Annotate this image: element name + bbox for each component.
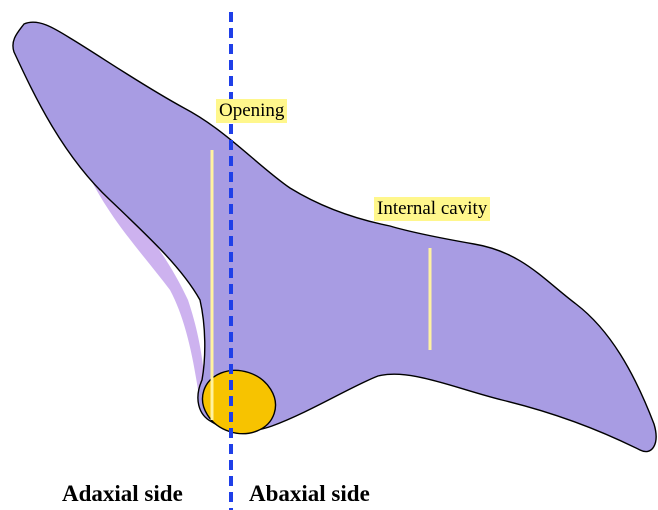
organ-body [13,22,656,451]
adaxial-side-label: Adaxial side [62,480,183,508]
opening-label: Opening [216,99,287,123]
abaxial-side-label: Abaxial side [249,480,370,508]
internal-cavity-label: Internal cavity [374,197,490,221]
